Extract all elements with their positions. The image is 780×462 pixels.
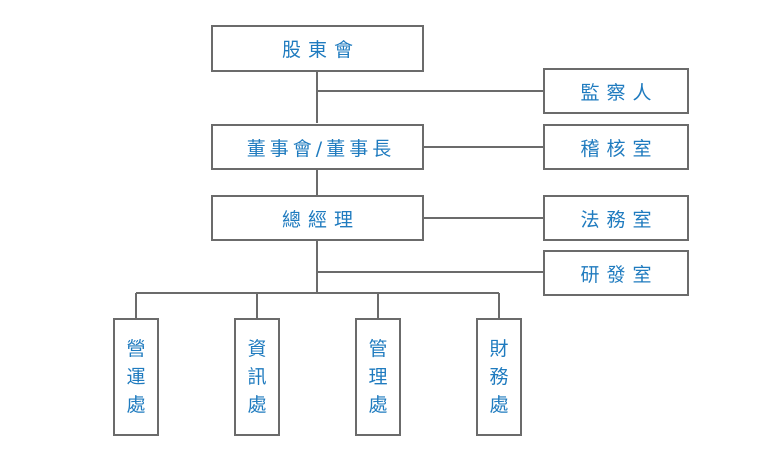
node-board: 董事會/董事長: [211, 124, 424, 170]
dept-char: 營: [126, 338, 146, 360]
dept-char: 處: [368, 394, 388, 416]
dept-char: 資: [247, 338, 267, 360]
node-shareholders-label: 股東會: [281, 39, 360, 61]
node-audit: 稽核室: [543, 124, 689, 170]
node-dept-it: 資 訊 處: [234, 318, 280, 436]
node-dept-finance: 財 務 處: [476, 318, 522, 436]
dept-char: 財: [489, 338, 509, 360]
node-supervisor: 監察人: [543, 68, 689, 114]
dept-char: 處: [489, 394, 509, 416]
dept-char: 務: [489, 366, 509, 388]
dept-char: 理: [368, 366, 388, 388]
node-legal: 法務室: [543, 195, 689, 241]
node-rnd-label: 研發室: [580, 263, 659, 286]
node-dept-management: 管 理 處: [355, 318, 401, 436]
node-supervisor-label: 監察人: [580, 81, 659, 104]
node-shareholders: 股東會: [211, 25, 424, 72]
node-dept-operations: 營 運 處: [113, 318, 159, 436]
dept-char: 訊: [247, 366, 267, 388]
node-gm: 總經理: [211, 195, 424, 241]
dept-char: 處: [126, 394, 146, 416]
node-board-label: 董事會/董事長: [246, 137, 396, 160]
node-legal-label: 法務室: [580, 208, 659, 231]
dept-char: 運: [126, 366, 146, 388]
node-gm-label: 總經理: [281, 208, 360, 231]
dept-char: 處: [247, 394, 267, 416]
node-rnd: 研發室: [543, 250, 689, 296]
node-audit-label: 稽核室: [580, 137, 659, 160]
dept-char: 管: [368, 338, 388, 360]
